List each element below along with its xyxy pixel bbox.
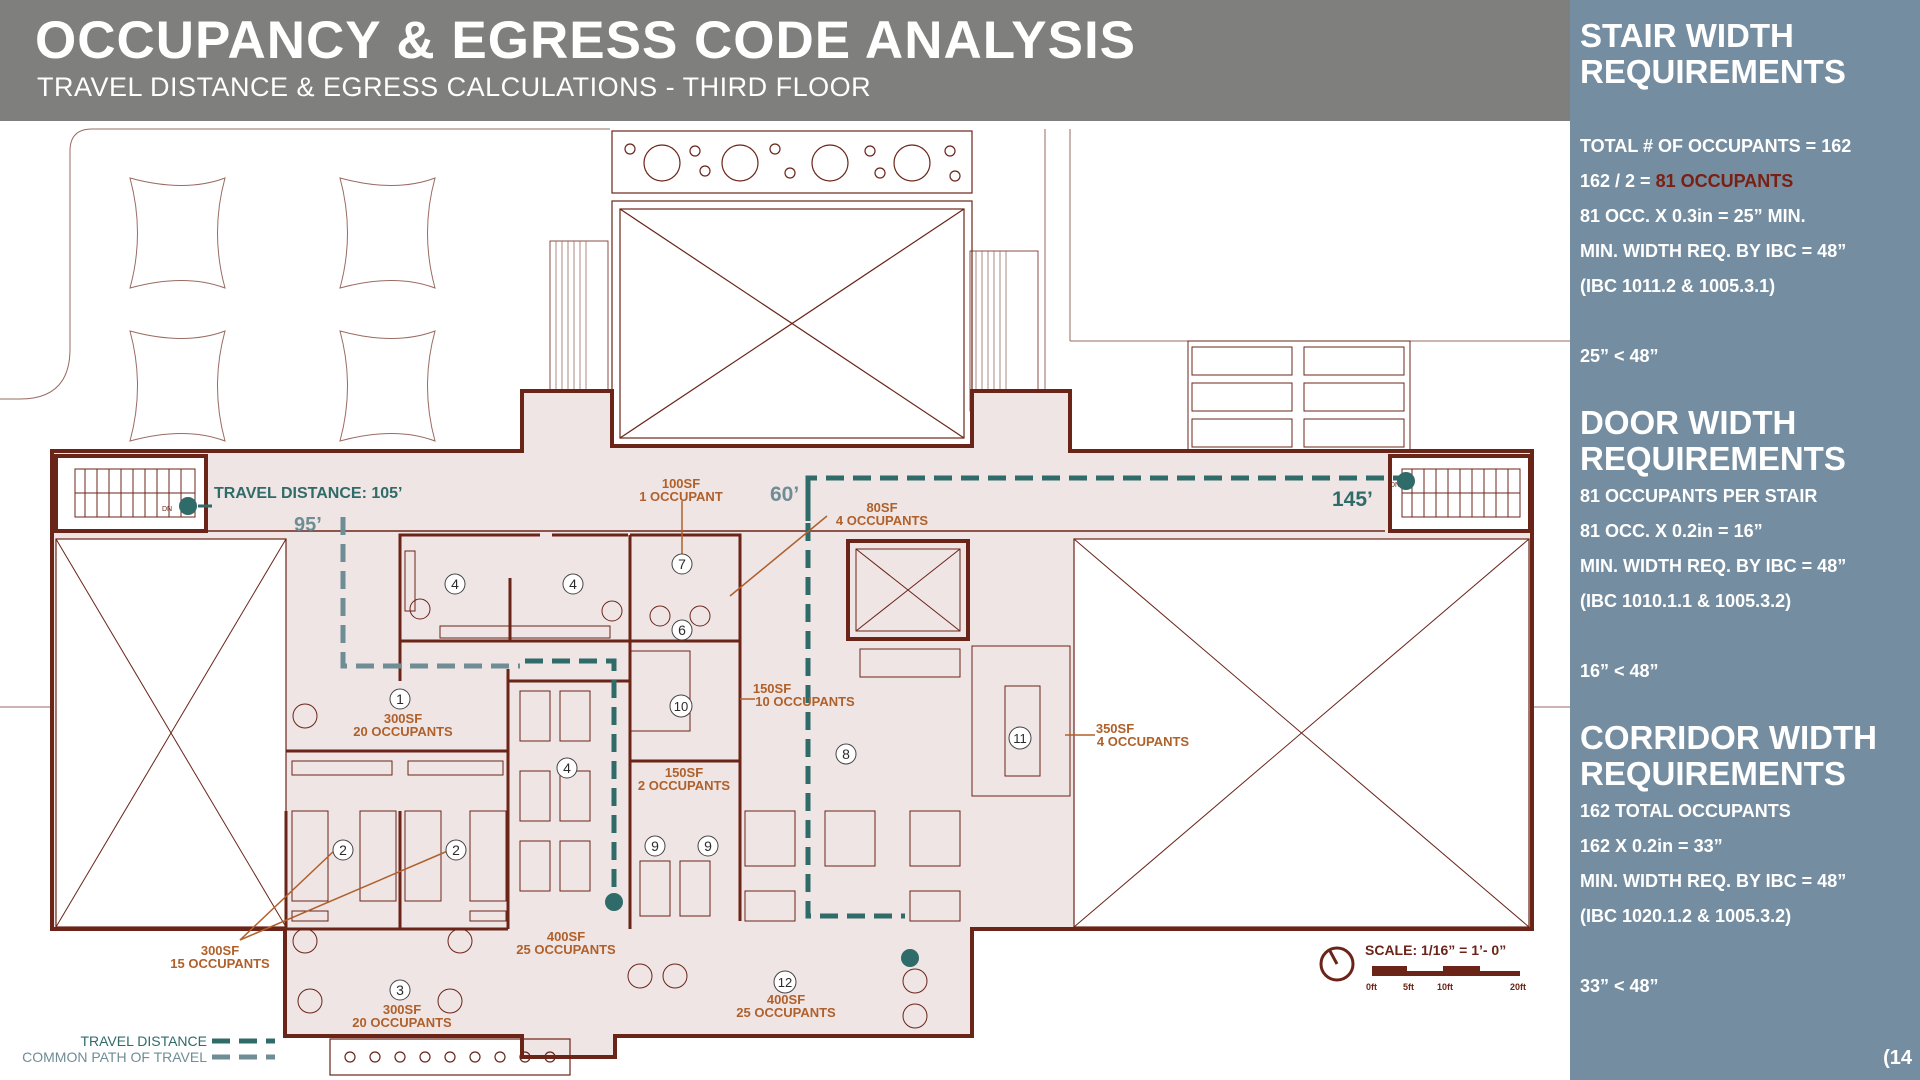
svg-text:3: 3 — [396, 982, 404, 998]
floor-plan: DN DN — [0, 128, 1570, 1076]
scale-bar: SCALE: 1/16” = 1’- 0” 0ft 5ft 10ft 20ft — [1319, 942, 1526, 992]
door-line: (IBC 1010.1.1 & 1005.3.2) — [1580, 591, 1792, 611]
stair-right-tag: DN — [1390, 482, 1400, 489]
common-path-of-travel — [340, 517, 520, 669]
stair-right — [1388, 454, 1532, 533]
scale-label: SCALE: 1/16” = 1’- 0” — [1365, 942, 1506, 958]
stair-title-l1: STAIR WIDTH — [1580, 17, 1794, 54]
svg-text:4: 4 — [569, 576, 577, 592]
svg-text:10 OCCUPANTS: 10 OCCUPANTS — [755, 694, 855, 709]
scale-tick-0: 0ft — [1366, 982, 1377, 992]
page-title: OCCUPANCY & EGRESS CODE ANALYSIS — [35, 11, 1137, 70]
dim-95: 95’ — [294, 514, 322, 536]
corridor-title-l1: CORRIDOR WIDTH — [1580, 719, 1877, 756]
svg-text:9: 9 — [704, 838, 712, 854]
scale-tick-10: 10ft — [1437, 982, 1453, 992]
svg-text:4 OCCUPANTS: 4 OCCUPANTS — [1097, 734, 1190, 749]
page-subtitle: TRAVEL DISTANCE & EGRESS CALCULATIONS - … — [37, 72, 872, 102]
dim-145: 145’ — [1332, 488, 1373, 511]
door-title-l2: REQUIREMENTS — [1580, 440, 1846, 477]
svg-text:10: 10 — [674, 699, 688, 714]
svg-text:300SF: 300SF — [201, 943, 239, 958]
path-labels: TRAVEL DISTANCE: 105’ 95’ 60’ 145’ — [214, 483, 1373, 536]
svg-text:2 OCCUPANTS: 2 OCCUPANTS — [638, 778, 731, 793]
floor-plate — [50, 389, 1534, 1059]
svg-text:20 OCCUPANTS: 20 OCCUPANTS — [352, 1015, 452, 1030]
furniture — [291, 648, 961, 1029]
north-arrow-icon — [1319, 946, 1355, 982]
stair-line: 162 / 2 = 81 OCCUPANTS — [1580, 171, 1794, 191]
corridor-title-l2: REQUIREMENTS — [1580, 755, 1846, 792]
requirements-sidebar: STAIR WIDTH REQUIREMENTS TOTAL # OF OCCU… — [1570, 0, 1920, 1080]
header-banner: OCCUPANCY & EGRESS CODE ANALYSIS TRAVEL … — [0, 0, 1570, 121]
svg-text:350SF: 350SF — [1096, 721, 1134, 736]
legend-travel-distance: TRAVEL DISTANCE — [80, 1033, 207, 1049]
svg-text:4 OCCUPANTS: 4 OCCUPANTS — [836, 513, 929, 528]
room-leaders — [239, 501, 1095, 941]
svg-text:150SF: 150SF — [665, 765, 703, 780]
svg-text:4: 4 — [451, 576, 459, 592]
stair-line: MIN. WIDTH REQ. BY IBC = 48” — [1580, 241, 1847, 261]
svg-text:150SF: 150SF — [753, 681, 791, 696]
stair-line: (IBC 1011.2 & 1005.3.1) — [1580, 276, 1776, 296]
corridor-line: (IBC 1020.1.2 & 1005.3.2) — [1580, 906, 1792, 926]
stair-occupants-highlight: 81 OCCUPANTS — [1655, 171, 1794, 191]
scale-tick-5: 5ft — [1403, 982, 1414, 992]
travel-distance-label: TRAVEL DISTANCE: 105’ — [214, 485, 402, 502]
corridor-line: 162 X 0.2in = 33” — [1580, 836, 1723, 856]
door-line: 81 OCC. X 0.2in = 16” — [1580, 521, 1763, 541]
svg-text:4: 4 — [563, 760, 571, 776]
svg-text:7: 7 — [678, 556, 686, 572]
svg-text:2: 2 — [339, 842, 347, 858]
svg-text:8: 8 — [842, 746, 850, 762]
svg-text:25 OCCUPANTS: 25 OCCUPANTS — [516, 942, 616, 957]
svg-text:20 OCCUPANTS: 20 OCCUPANTS — [353, 724, 453, 739]
door-line: 81 OCCUPANTS PER STAIR — [1580, 486, 1818, 506]
svg-text:80SF: 80SF — [866, 500, 897, 515]
legend: TRAVEL DISTANCE COMMON PATH OF TRAVEL — [22, 1033, 275, 1065]
page-number: (14 — [1883, 1047, 1912, 1069]
corridor-line: 162 TOTAL OCCUPANTS — [1580, 801, 1791, 821]
stair-left-tag: DN — [162, 506, 172, 513]
svg-text:12: 12 — [778, 975, 792, 990]
path-nodes — [179, 472, 1415, 967]
svg-text:15 OCCUPANTS: 15 OCCUPANTS — [170, 956, 270, 971]
stair-line: 25” < 48” — [1580, 346, 1659, 366]
svg-text:400SF: 400SF — [767, 992, 805, 1007]
stair-left — [54, 454, 208, 533]
atrium-open-to-below — [611, 200, 973, 447]
planter-boxes — [1187, 340, 1411, 452]
svg-text:6: 6 — [678, 622, 686, 638]
stair-title-l2: REQUIREMENTS — [1580, 53, 1846, 90]
svg-text:2: 2 — [452, 842, 460, 858]
room-numbers: 1 2 2 3 4 4 4 6 7 8 9 9 10 11 12 — [332, 553, 1032, 1001]
dim-60: 60’ — [770, 483, 799, 506]
svg-text:11: 11 — [1013, 731, 1027, 746]
scale-tick-20: 20ft — [1510, 982, 1526, 992]
corridor-line: MIN. WIDTH REQ. BY IBC = 48” — [1580, 871, 1847, 891]
stair-line: 81 OCC. X 0.3in = 25” MIN. — [1580, 206, 1806, 226]
conference-room — [971, 645, 1071, 797]
planter-top — [611, 130, 973, 194]
stair-line: TOTAL # OF OCCUPANTS = 162 — [1580, 136, 1852, 156]
svg-text:9: 9 — [651, 838, 659, 854]
planter-bottom — [329, 1038, 571, 1076]
svg-text:25 OCCUPANTS: 25 OCCUPANTS — [736, 1005, 836, 1020]
shade-sails — [129, 177, 436, 442]
svg-text:300SF: 300SF — [384, 711, 422, 726]
door-title-l1: DOOR WIDTH — [1580, 404, 1797, 441]
svg-text:1 OCCUPANT: 1 OCCUPANT — [639, 489, 723, 504]
door-line: MIN. WIDTH REQ. BY IBC = 48” — [1580, 556, 1847, 576]
svg-text:1: 1 — [396, 691, 404, 707]
restroom-fixtures — [404, 550, 711, 639]
elevator-shaft — [855, 548, 961, 632]
corridor-line: 33” < 48” — [1580, 976, 1659, 996]
exterior-steps — [549, 240, 1039, 412]
svg-text:400SF: 400SF — [547, 929, 585, 944]
svg-text:100SF: 100SF — [662, 476, 700, 491]
door-line: 16” < 48” — [1580, 661, 1659, 681]
svg-text:300SF: 300SF — [383, 1002, 421, 1017]
legend-common-path: COMMON PATH OF TRAVEL — [22, 1049, 207, 1065]
